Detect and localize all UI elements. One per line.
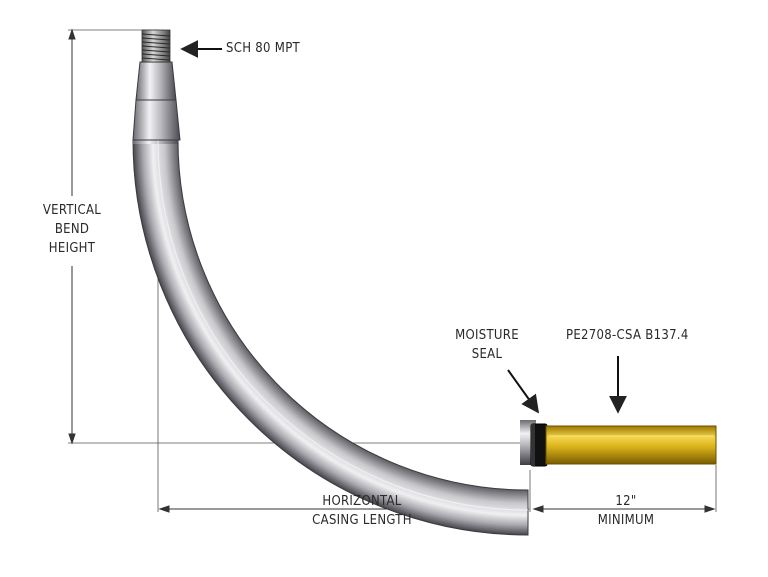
taper-fitting [132, 99, 181, 141]
horizontal-label-line1: HORIZONTAL [322, 494, 402, 509]
arrow-up-icon [68, 28, 76, 40]
riser-head [132, 29, 181, 141]
seal-arrow-icon [507, 369, 540, 414]
thread-lines [141, 33, 171, 61]
arrow-down-icon [68, 433, 76, 445]
pe-pipe [545, 425, 717, 465]
arrow-right-icon [704, 505, 716, 513]
seal-label-line2: SEAL [471, 347, 503, 362]
vertical-bend-height-label: VERTICAL BEND HEIGHT [28, 201, 116, 258]
minimum-label-line1: 12" [615, 494, 637, 509]
arrow-left-icon [532, 505, 544, 513]
horizontal-label-line2: CASING LENGTH [312, 513, 412, 528]
nipple-body [135, 61, 177, 101]
vertical-label-line2: BEND [54, 222, 90, 237]
minimum-label-line2: MINIMUM [597, 513, 655, 528]
moisture-seal-label: MOISTURE SEAL [444, 326, 530, 364]
thread-label: SCH 80 MPT [226, 41, 300, 56]
minimum-length-label: 12" MINIMUM [576, 492, 676, 530]
vertical-label-line3: HEIGHT [48, 241, 96, 256]
pe-pipe-label: PE2708-CSA B137.4 [566, 328, 689, 343]
seal-label-line1: MOISTURE [455, 328, 519, 343]
vertical-dimension [68, 28, 76, 445]
casing-vertical [133, 140, 178, 144]
arrow-left-icon [158, 505, 170, 513]
callout-arrows [180, 40, 627, 414]
casing-bend [132, 139, 529, 536]
vertical-label-line1: VERTICAL [42, 203, 102, 218]
horizontal-casing-length-label: HORIZONTAL CASING LENGTH [282, 492, 442, 530]
